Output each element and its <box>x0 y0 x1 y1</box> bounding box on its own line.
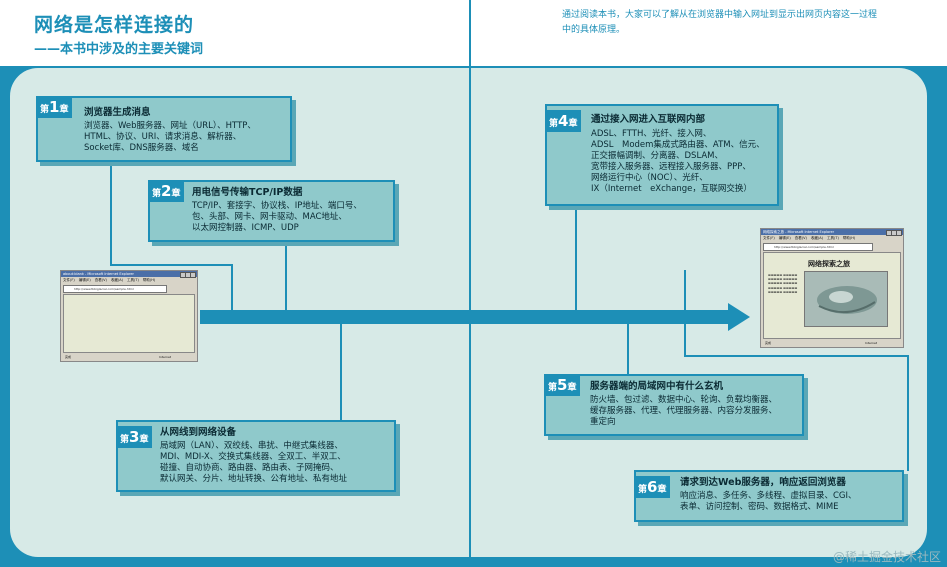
chapter-3-keywords: 局域网（LAN）、双绞线、串扰、中继式集线器、MDI、MDI-X、交换式集线器、… <box>160 441 348 484</box>
flow-arrow <box>200 310 732 324</box>
menu-favorites: 收藏(A) <box>110 278 123 282</box>
watermark: @稀土掘金技术社区 <box>832 550 941 564</box>
browser-content <box>63 294 195 353</box>
browser-window-right: 网络探索之旅 - Microsoft Internet Explorer 文件(… <box>760 228 904 348</box>
connector-ch1-v <box>231 264 233 312</box>
browser-menu-bar: 文件(F)编辑(E)查看(V)收藏(A)工具(T)帮助(H) <box>63 278 159 283</box>
web-page-image <box>804 271 888 327</box>
connector-ch4 <box>575 205 577 311</box>
page-description: 通过阅读本书，大家可以了解从在浏览器中输入网址到显示出网页内容这一过程中的具体原… <box>562 10 878 35</box>
status-text: 完成 <box>65 355 72 359</box>
status-zone: Internet <box>865 341 877 345</box>
connector-ch5 <box>627 322 629 378</box>
browser-window-left: about:blank - Microsoft Internet Explore… <box>60 270 198 362</box>
chapter-6-keywords: 响应消息、多任务、多线程、虚拟目录、CGI、表单、访问控制、密码、数据格式、MI… <box>680 491 857 512</box>
browser-menu-bar: 文件(F)编辑(E)查看(V)收藏(A)工具(T)帮助(H) <box>763 236 859 241</box>
menu-edit: 编辑(E) <box>78 278 91 282</box>
menu-file: 文件(F) <box>63 278 75 282</box>
chapter-5-badge: 第5章 <box>544 374 581 396</box>
connector-ch1-h <box>110 264 232 266</box>
chapter-4-box: 第4章 通过接入网进入互联网内部 ADSL、FTTH、光纤、接入网、ADSL M… <box>545 104 779 206</box>
menu-help: 帮助(H) <box>142 278 156 282</box>
chapter-5-keywords: 防火墙、包过滤、数据中心、轮询、负载均衡器、缓存服务器、代理、代理服务器、内容分… <box>590 395 778 427</box>
menu-tools: 工具(T) <box>826 236 839 240</box>
chapter-1-badge: 第1章 <box>36 96 73 118</box>
chapter-4-title: 通过接入网进入互联网内部 <box>591 114 706 125</box>
chapter-1-box: 第1章 浏览器生成消息 浏览器、Web服务器、网址（URL）、HTTP、HTML… <box>36 96 292 162</box>
chapter-2-keywords: TCP/IP、套接字、协议栈、IP地址、端口号、包、头部、网卡、网卡驱动、MAC… <box>192 201 362 233</box>
chapter-6-box: 第6章 请求到达Web服务器，响应返回浏览器 响应消息、多任务、多线程、虚拟目录… <box>634 470 904 522</box>
menu-help: 帮助(H) <box>842 236 856 240</box>
connector-ch2 <box>285 240 287 312</box>
browser-title-bar: about:blank - Microsoft Internet Explore… <box>61 271 197 277</box>
flow-arrow-head <box>728 303 750 331</box>
menu-tools: 工具(T) <box>126 278 139 282</box>
close-icon <box>190 272 196 278</box>
connector-ch3 <box>340 322 342 422</box>
chapter-2-box: 第2章 用电信号传输TCP/IP数据 TCP/IP、套接字、协议栈、IP地址、端… <box>148 180 395 242</box>
center-divider <box>469 0 471 567</box>
browser-content: 网络探索之旅 ▬▬▬▬▬ ▬▬▬▬▬ ▬▬▬▬▬ ▬▬▬▬▬ ▬▬▬▬▬ ▬▬▬… <box>763 252 901 339</box>
chapter-1-title: 浏览器生成消息 <box>84 107 151 118</box>
connector-ch6-c <box>907 355 909 471</box>
menu-edit: 编辑(E) <box>778 236 791 240</box>
chapter-5-box: 第5章 服务器端的局域网中有什么玄机 防火墙、包过滤、数据中心、轮询、负载均衡器… <box>544 374 804 436</box>
menu-favorites: 收藏(A) <box>810 236 823 240</box>
page-subtitle: ——本书中涉及的主要关键词 <box>34 42 204 57</box>
menu-view: 查看(V) <box>794 236 807 240</box>
address-bar: http://www.tkbiglacial.com/sample.html <box>63 285 167 293</box>
close-icon <box>896 230 902 236</box>
chapter-1-keywords: 浏览器、Web服务器、网址（URL）、HTTP、HTML、协议、URI、请求消息… <box>84 121 256 153</box>
menu-file: 文件(F) <box>763 236 775 240</box>
page-title: 网络是怎样连接的 <box>34 14 195 36</box>
web-page-text: ▬▬▬▬▬ ▬▬▬▬▬ ▬▬▬▬▬ ▬▬▬▬▬ ▬▬▬▬▬ ▬▬▬▬▬ ▬▬▬▬… <box>768 273 798 294</box>
connector-ch6-b <box>684 355 909 357</box>
chapter-5-title: 服务器端的局域网中有什么玄机 <box>590 381 724 392</box>
status-text: 完成 <box>765 341 772 345</box>
address-bar: http://www.tkbiglacial.com/sample.html <box>763 243 873 251</box>
status-zone: Internet <box>159 355 171 359</box>
chapter-3-badge: 第3章 <box>116 426 153 448</box>
connector-ch1 <box>110 160 112 265</box>
chapter-4-badge: 第4章 <box>545 110 582 132</box>
chapter-6-badge: 第6章 <box>634 476 671 498</box>
status-bar: 完成 Internet <box>763 341 901 346</box>
chapter-2-title: 用电信号传输TCP/IP数据 <box>192 187 303 198</box>
chapter-6-title: 请求到达Web服务器，响应返回浏览器 <box>680 477 846 488</box>
chapter-3-box: 第3章 从网线到网络设备 局域网（LAN）、双绞线、串扰、中继式集线器、MDI、… <box>116 420 396 492</box>
status-bar: 完成 Internet <box>63 355 195 360</box>
chapter-2-badge: 第2章 <box>148 180 185 202</box>
chapter-3-title: 从网线到网络设备 <box>160 427 237 438</box>
web-page-heading: 网络探索之旅 <box>808 260 850 268</box>
browser-title-bar: 网络探索之旅 - Microsoft Internet Explorer <box>761 229 903 235</box>
chapter-4-keywords: ADSL、FTTH、光纤、接入网、ADSL Modem集成式路由器、ATM、信元… <box>591 129 765 194</box>
menu-view: 查看(V) <box>94 278 107 282</box>
